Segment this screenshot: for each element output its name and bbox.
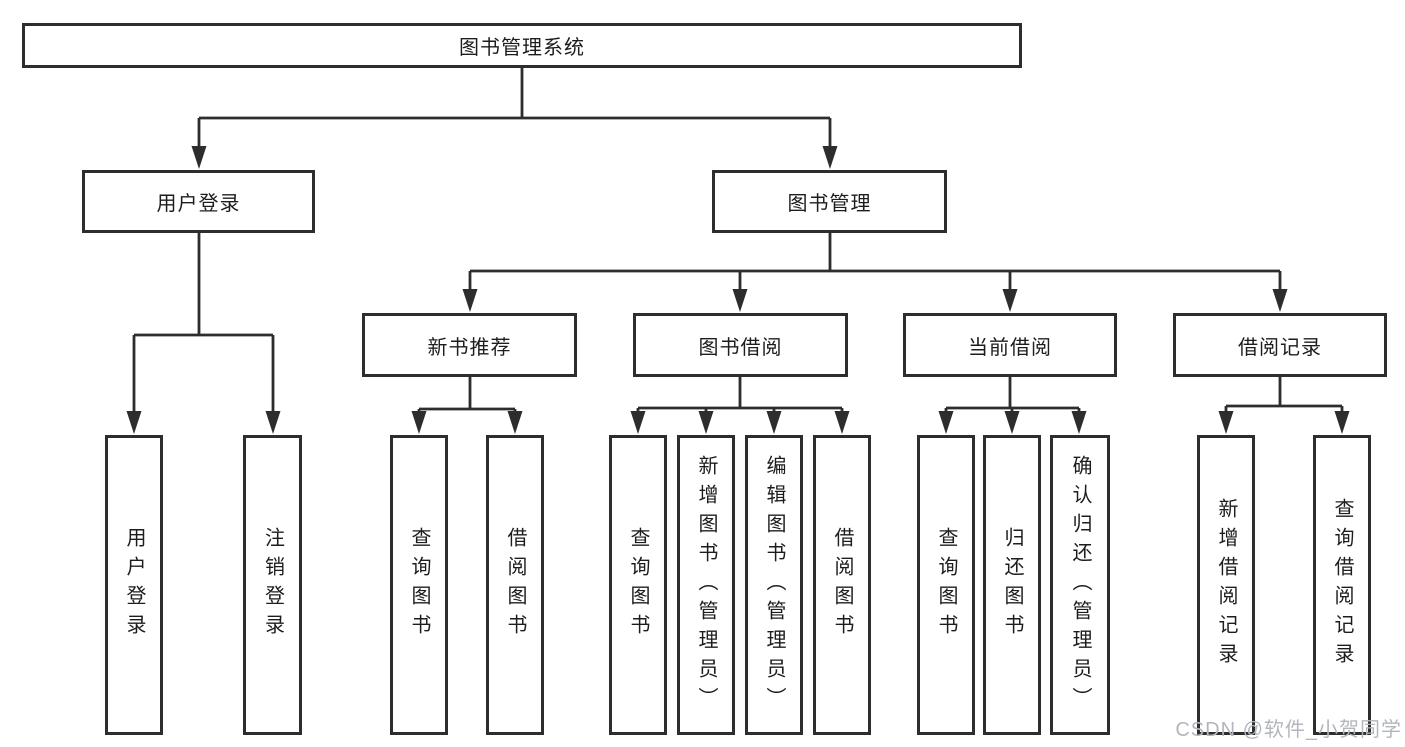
node-label: 注销登录 (261, 527, 284, 643)
leaf-add-books-admin: 新增图书（管理员） (677, 435, 735, 735)
node-label: 借阅图书 (831, 527, 853, 643)
leaf-query-books-current: 查询图书 (917, 435, 975, 735)
leaf-confirm-return-admin: 确认归还（管理员） (1050, 435, 1110, 735)
node-label: 图书管理系统 (459, 37, 585, 59)
node-label: 借阅记录 (1238, 336, 1322, 359)
node-label: 当前借阅 (968, 336, 1052, 359)
node-book-management: 图书管理 (712, 170, 947, 233)
leaf-logout: 注销登录 (243, 435, 302, 735)
node-borrowing-records: 借阅记录 (1173, 313, 1387, 377)
leaf-user-login: 用户登录 (105, 435, 163, 735)
leaf-query-books-borrowing: 查询图书 (609, 435, 667, 735)
leaf-edit-books-admin: 编辑图书（管理员） (745, 435, 803, 735)
leaf-query-borrowing-record: 查询借阅记录 (1313, 435, 1371, 735)
node-current-borrowing: 当前借阅 (903, 313, 1117, 377)
node-label: 新增图书（管理员） (695, 454, 717, 716)
node-label: 查询图书 (408, 527, 430, 643)
csdn-watermark: CSDN @软件_小贺同学 (1175, 719, 1402, 741)
leaf-borrow-books-recommend: 借阅图书 (486, 435, 544, 735)
node-label: 图书借阅 (698, 336, 783, 359)
leaf-return-books: 归还图书 (983, 435, 1041, 735)
node-label: 查询借阅记录 (1331, 498, 1353, 672)
node-label: 新书推荐 (427, 336, 512, 359)
node-label: 用户登录 (156, 193, 241, 215)
node-book-borrowing: 图书借阅 (633, 313, 848, 377)
leaf-query-books-recommend: 查询图书 (390, 435, 448, 735)
leaf-add-borrowing-record: 新增借阅记录 (1197, 435, 1255, 735)
node-label: 编辑图书（管理员） (763, 454, 785, 716)
node-new-book-recommendation: 新书推荐 (362, 313, 577, 377)
node-user-login: 用户登录 (82, 170, 315, 233)
node-label: 借阅图书 (504, 527, 526, 643)
node-label: 查询图书 (935, 527, 957, 643)
node-book-management-system: 图书管理系统 (22, 23, 1022, 68)
node-label: 确认归还（管理员） (1069, 454, 1091, 716)
node-label: 查询图书 (627, 527, 649, 643)
leaf-borrow-books-borrowing: 借阅图书 (813, 435, 871, 735)
node-label: 用户登录 (123, 527, 145, 643)
node-label: 新增借阅记录 (1215, 498, 1237, 672)
node-label: 图书管理 (787, 193, 872, 215)
node-label: 归还图书 (1001, 527, 1023, 643)
